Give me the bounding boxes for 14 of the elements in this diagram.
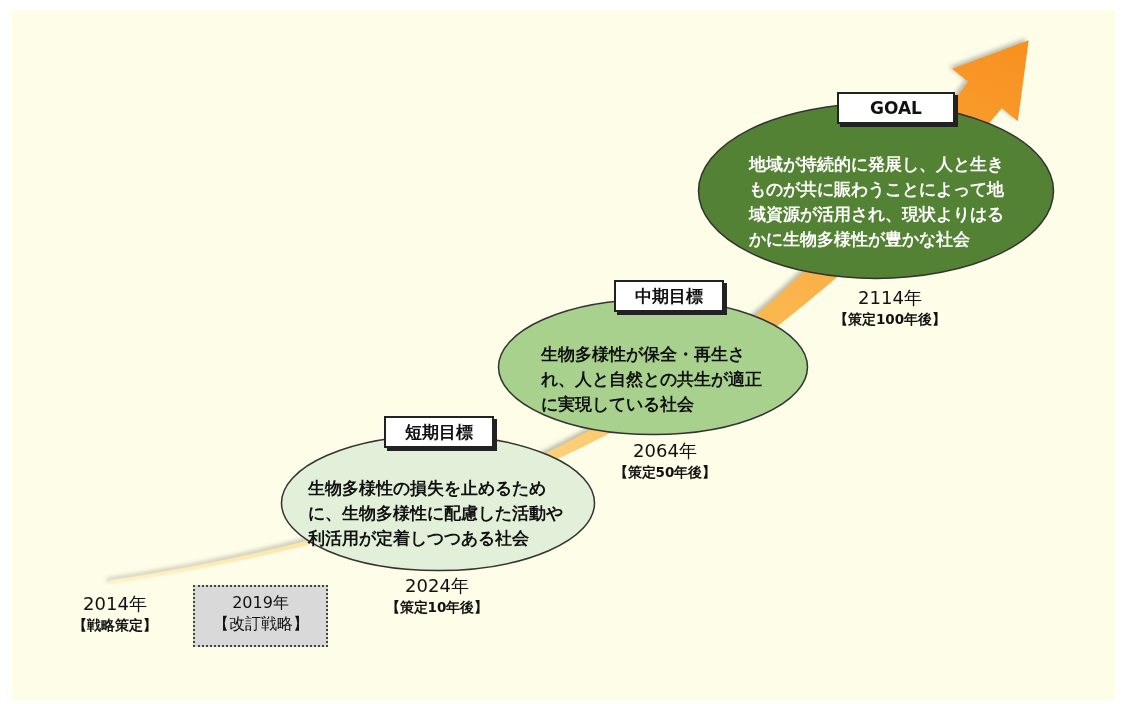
year-label: 2064年 【策定50年後】	[612, 440, 718, 482]
goal-ellipse	[280, 416, 596, 572]
heading-label: 中期目標	[614, 280, 724, 312]
goal-ellipse	[697, 92, 1055, 280]
goal-ellipse	[497, 280, 809, 436]
goal-description: 地域が持続的に発展し、人と生きものが共に賑わうことによって地域資源が活用され、現状よりはるかに生物多様性が豊かな社会	[749, 154, 1005, 251]
year-label: 2114年 【策定100年後】	[832, 287, 948, 329]
goal-description: 生物多様性が保全・再生され、人と自然との共生が適正に実現している社会	[541, 344, 763, 416]
heading-label: GOAL	[837, 92, 955, 124]
heading-label: 短期目標	[384, 416, 494, 448]
revision-box: 2019年 【改訂戦略】	[193, 585, 328, 647]
year-label: 2024年 【策定10年後】	[384, 575, 490, 617]
goal-description: 生物多様性の損失を止めるために、生物多様性に配慮した活動や利活用が定着しつつある社会	[308, 478, 564, 550]
year-label: 2014年 【戦略策定】	[72, 593, 158, 635]
